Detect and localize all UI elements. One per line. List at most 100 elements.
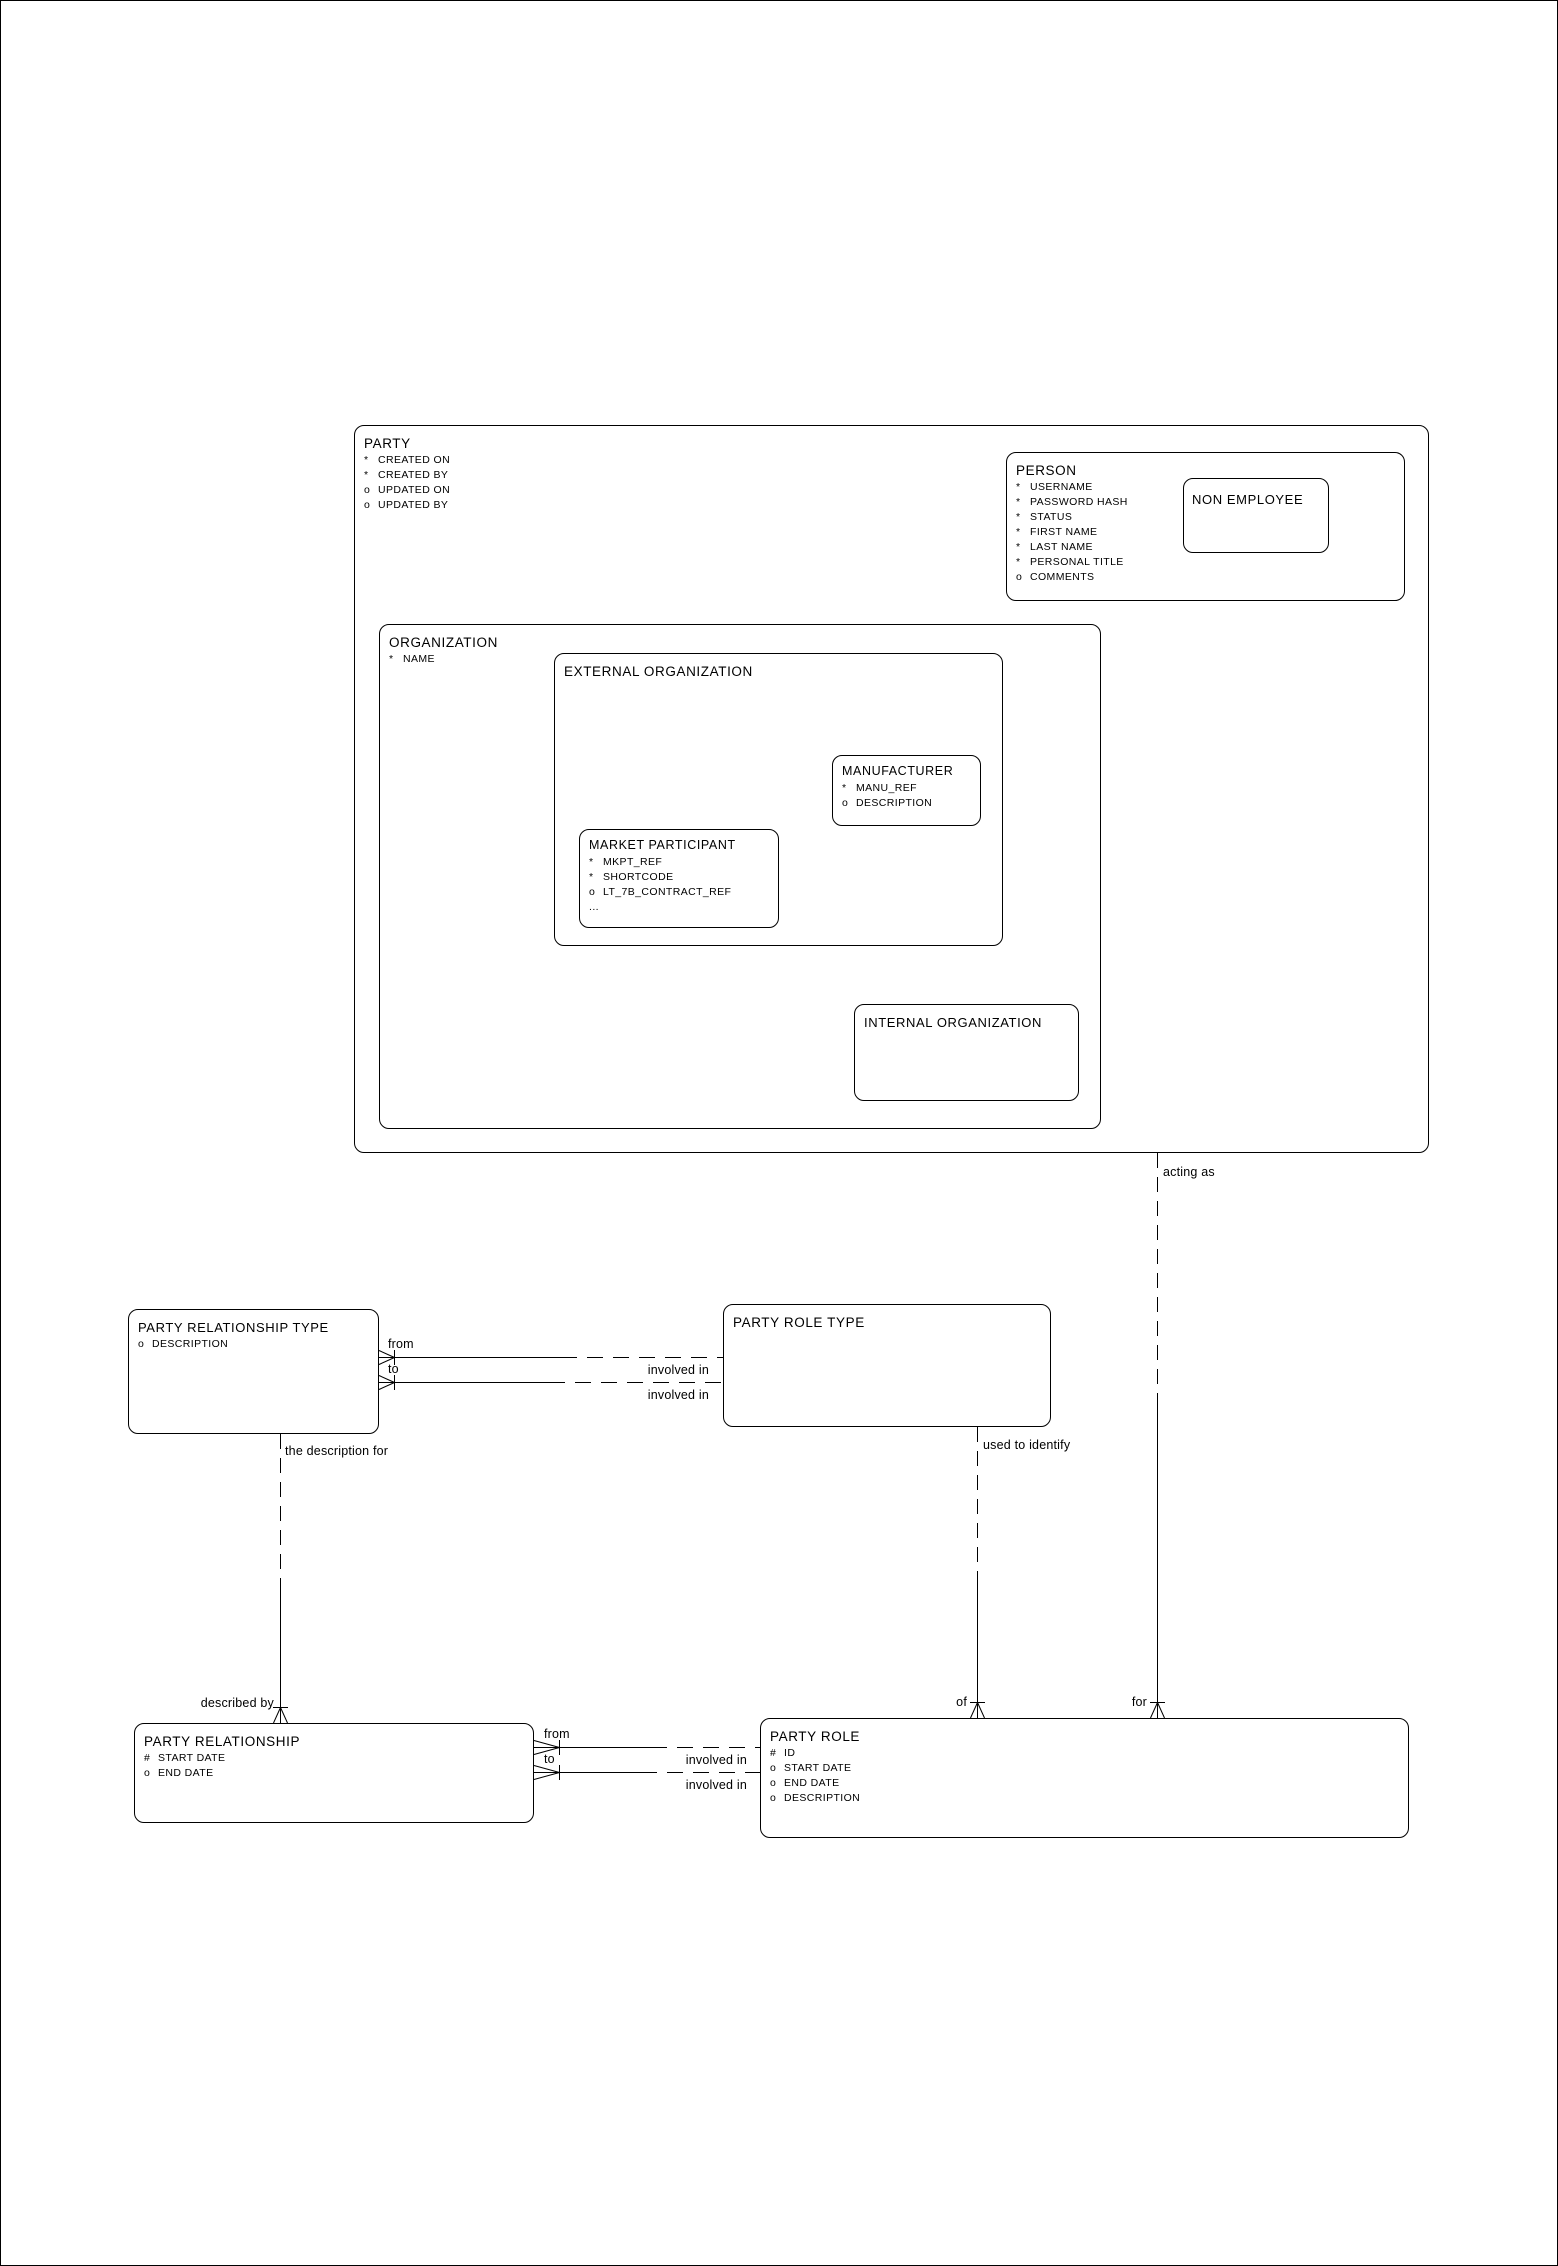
entity-title: INTERNAL ORGANIZATION [864,1015,1043,1030]
relationship-label-acting-as: acting as [1163,1165,1215,1179]
attribute-row: o END DATE [761,1777,1408,1792]
relationship-acting-as-line [1150,1153,1165,1719]
attribute-bullet: o [770,1777,777,1789]
attribute-bullet: o [144,1767,151,1779]
attribute-name: CREATED BY [378,469,449,481]
entity-title: MARKET PARTICIPANT [589,838,736,852]
relationship-used-to-identify-line [970,1427,985,1719]
attribute-row: # START DATE [135,1752,533,1767]
entity-title: PARTY [364,436,411,451]
attribute-name: MKPT_REF [603,856,663,868]
relationship-label-used-to-identify: used to identify [983,1438,1071,1452]
attribute-row: * NAME [380,653,1100,668]
attribute-bullet: * [589,856,594,868]
attribute-bullet: * [1016,526,1021,538]
attribute-row: *CREATED ON [355,454,1428,469]
attribute-name: COMMENTS [1030,571,1095,583]
entity-non-employee[interactable]: NON EMPLOYEE [1183,478,1329,553]
relationship-label-from: from [388,1337,414,1351]
relationship-inst-from-line [533,1740,760,1755]
attribute-bullet: o [770,1792,777,1804]
attribute-name: LAST NAME [1030,541,1093,553]
entity-title: PERSON [1016,463,1077,478]
attribute-name: SHORTCODE [603,871,674,883]
entity-internal-organization[interactable]: INTERNAL ORGANIZATION [854,1004,1079,1101]
attribute-name: CREATED ON [378,454,451,466]
attribute-row: * CREATED BY [355,469,1428,484]
attribute-bullet: * [1016,511,1021,523]
attribute-name: DESCRIPTION [784,1792,861,1804]
entity-title: EXTERNAL ORGANIZATION [564,664,753,679]
entity-title: PARTY ROLE [770,1729,861,1744]
attribute-bullet: # [144,1752,151,1764]
attribute-name: MANU_REF [856,782,917,794]
entity-title: ORGANIZATION [389,635,498,650]
attribute-row: * USERNAME [1007,481,1404,496]
attribute-name: END DATE [158,1767,214,1779]
attribute-name: START DATE [158,1752,226,1764]
relationship-type-from-line [378,1350,723,1365]
relationship-label-from: from [544,1727,570,1741]
attribute-row: * PASSWORD HASH [1007,496,1404,511]
attribute-bullet: * [1016,481,1021,493]
entity-market-participant[interactable]: MARKET PARTICIPANT *MKPT_REF *SHORTCODE … [579,829,779,928]
attribute-bullet: * [364,469,369,481]
attribute-row: * STATUS [1007,511,1404,526]
relationship-described-by-line [273,1434,288,1724]
relationship-inst-to-line [533,1765,760,1780]
relationship-type-to-line [378,1375,723,1390]
attribute-bullet: * [1016,496,1021,508]
attribute-row: #ID [761,1747,1408,1762]
relationship-label-to: to [388,1362,399,1376]
attribute-bullet: * [1016,556,1021,568]
attribute-bullet: o [589,886,596,898]
attribute-name: ID [784,1747,796,1759]
attribute-row: o LT_7B_CONTRACT_REF [580,886,778,901]
entity-title: PARTY RELATIONSHIP TYPE [138,1320,329,1335]
attribute-name: PASSWORD HASH [1030,496,1128,508]
relationship-label-for: for [1131,1695,1147,1709]
entity-organization[interactable]: ORGANIZATION * NAME [379,624,1101,1129]
attribute-bullet: o [842,797,849,809]
attribute-bullet: * [589,871,594,883]
attribute-name: PERSONAL TITLE [1030,556,1124,568]
attribute-name: START DATE [784,1762,852,1774]
attribute-name: LT_7B_CONTRACT_REF [603,886,732,898]
attribute-row: o END DATE [135,1767,533,1782]
attribute-row: * LAST NAME [1007,541,1404,556]
attribute-bullet: o [138,1338,145,1350]
relationship-label-the-description-for: the description for [285,1444,389,1458]
attribute-name: UPDATED BY [378,499,449,511]
relationship-label-described-by: described by [200,1696,274,1710]
attribute-name: USERNAME [1030,481,1093,493]
entity-party-relationship[interactable]: PARTY RELATIONSHIP # START DATE o END DATE [134,1723,534,1823]
attribute-row: * SHORTCODE [580,871,778,886]
attribute-name: NAME [403,653,435,665]
attribute-bullet: * [1016,541,1021,553]
relationship-label-involved-in: involved in [685,1753,747,1767]
attribute-bullet: * [389,653,394,665]
attribute-name: FIRST NAME [1030,526,1098,538]
attribute-row: ... [580,901,778,916]
attribute-bullet: ... [589,901,599,913]
entity-title: PARTY RELATIONSHIP [144,1734,301,1749]
entity-title: PARTY ROLE TYPE [733,1315,865,1330]
entity-external-organization[interactable]: EXTERNAL ORGANIZATION [554,653,1003,946]
entity-party-role-type[interactable]: PARTY ROLE TYPE [723,1304,1051,1427]
relationship-label-involved-in: involved in [647,1388,709,1402]
attribute-name: END DATE [784,1777,840,1789]
attribute-name: STATUS [1030,511,1073,523]
relationship-label-involved-in: involved in [647,1363,709,1377]
entity-person[interactable]: PERSON *USERNAME *PASSWORD HASH *STATUS … [1006,452,1405,601]
attribute-name: UPDATED ON [378,484,451,496]
